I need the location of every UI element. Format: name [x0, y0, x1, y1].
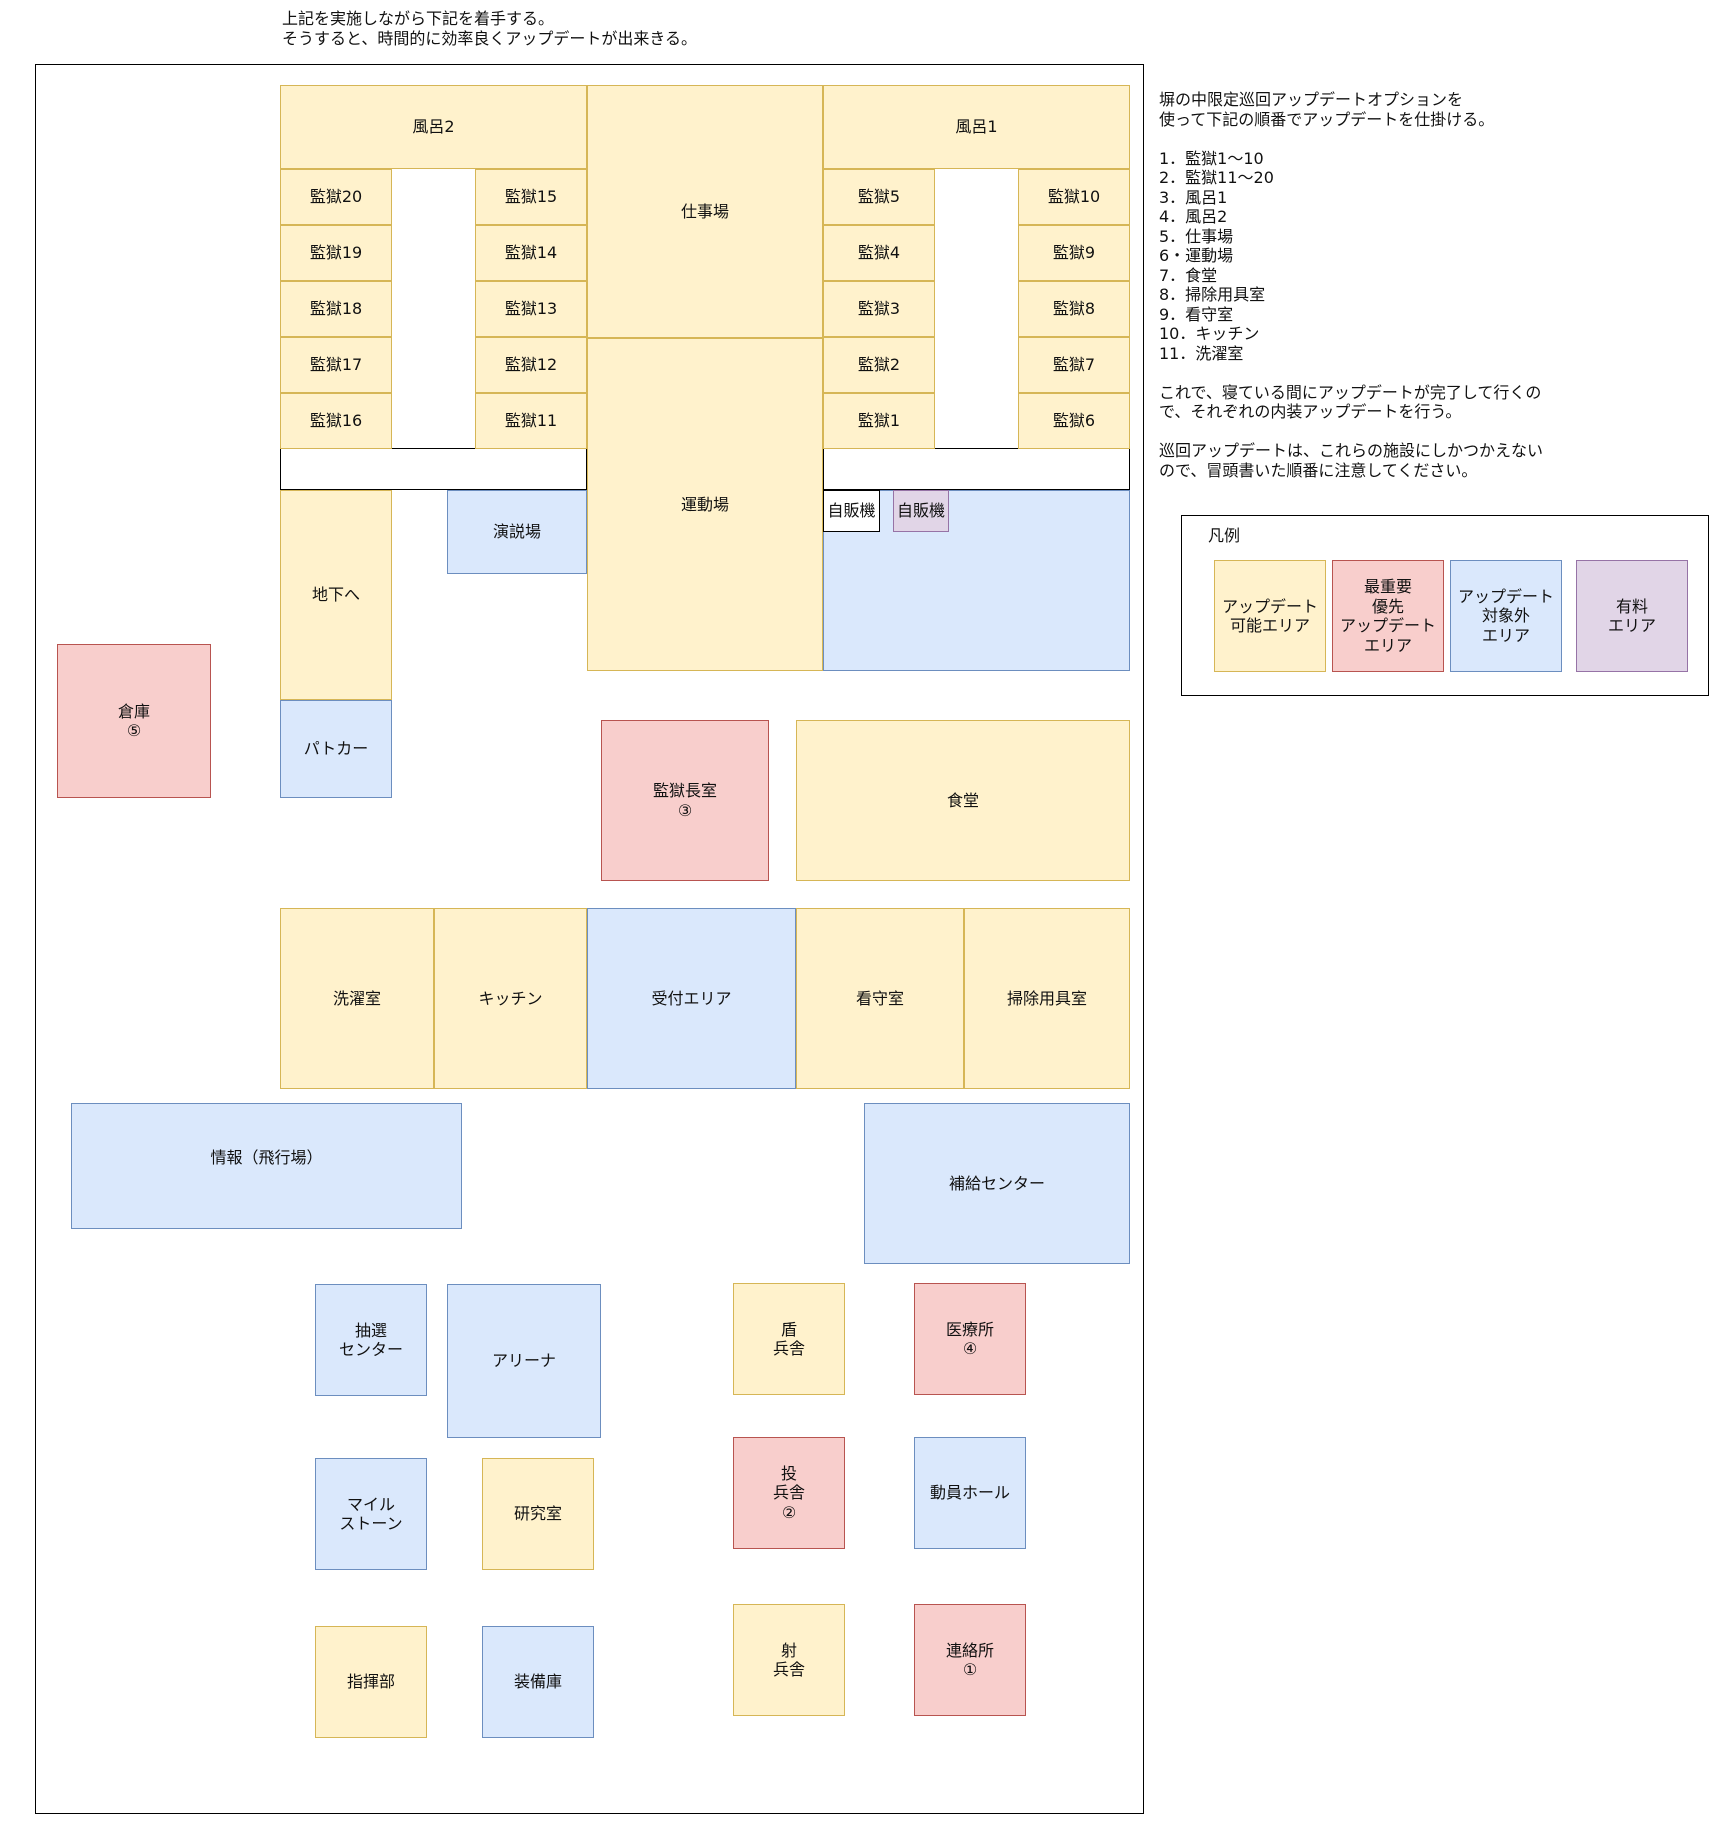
- milestone[interactable]: マイル ストーン: [315, 1458, 427, 1570]
- shoot-barracks[interactable]: 射 兵舎: [733, 1604, 845, 1716]
- cell-2[interactable]: 監獄2: [823, 337, 935, 393]
- laundry-room[interactable]: 洗濯室: [280, 908, 434, 1089]
- shield-barracks[interactable]: 盾 兵舎: [733, 1283, 845, 1395]
- patrol-car[interactable]: パトカー: [280, 700, 392, 798]
- medical-station[interactable]: 医療所 ④: [914, 1283, 1026, 1395]
- cafeteria[interactable]: 食堂: [796, 720, 1130, 881]
- vending-machine-paid[interactable]: 自販機: [893, 490, 949, 532]
- cell-17[interactable]: 監獄17: [280, 337, 392, 393]
- command-hq[interactable]: 指揮部: [315, 1626, 427, 1738]
- bath-2[interactable]: 風呂2: [280, 85, 587, 169]
- reception-area[interactable]: 受付エリア: [587, 908, 796, 1089]
- cleaning-room[interactable]: 掃除用具室: [964, 908, 1130, 1089]
- legend: 凡例: [1181, 515, 1709, 696]
- legend-paid: 有料 エリア: [1576, 560, 1688, 672]
- cell-19[interactable]: 監獄19: [280, 225, 392, 281]
- guard-room[interactable]: 看守室: [796, 908, 964, 1089]
- bath-1[interactable]: 風呂1: [823, 85, 1130, 169]
- corridor-right: [823, 448, 1130, 490]
- corridor-left: [280, 448, 587, 490]
- liaison-office[interactable]: 連絡所 ①: [914, 1604, 1026, 1716]
- legend-updatable: アップデート 可能エリア: [1214, 560, 1326, 672]
- cell-16[interactable]: 監獄16: [280, 393, 392, 449]
- throw-barracks[interactable]: 投 兵舎 ②: [733, 1437, 845, 1549]
- warden-office[interactable]: 監獄長室 ③: [601, 720, 769, 881]
- cell-10[interactable]: 監獄10: [1018, 169, 1130, 225]
- top-note: 上記を実施しながら下記を着手する。 そうすると、時間的に効率良くアップデートが出…: [282, 9, 698, 48]
- side-note: 塀の中限定巡回アップデートオプションを 使って下記の順番でアップデートを仕掛ける…: [1159, 90, 1544, 480]
- armory[interactable]: 装備庫: [482, 1626, 594, 1738]
- underground[interactable]: 地下へ: [280, 490, 392, 700]
- cell-4[interactable]: 監獄4: [823, 225, 935, 281]
- legend-title: 凡例: [1208, 526, 1241, 545]
- cell-6[interactable]: 監獄6: [1018, 393, 1130, 449]
- warehouse[interactable]: 倉庫 ⑤: [57, 644, 211, 798]
- cell-1[interactable]: 監獄1: [823, 393, 935, 449]
- cell-8[interactable]: 監獄8: [1018, 281, 1130, 337]
- workshop[interactable]: 仕事場: [587, 85, 823, 338]
- cell-9[interactable]: 監獄9: [1018, 225, 1130, 281]
- cell-14[interactable]: 監獄14: [475, 225, 587, 281]
- cell-3[interactable]: 監獄3: [823, 281, 935, 337]
- cell-13[interactable]: 監獄13: [475, 281, 587, 337]
- vending-machine[interactable]: 自販機: [823, 490, 880, 532]
- cell-7[interactable]: 監獄7: [1018, 337, 1130, 393]
- map-frame: [35, 64, 1144, 1814]
- cell-15[interactable]: 監獄15: [475, 169, 587, 225]
- supply-center[interactable]: 補給センター: [864, 1103, 1130, 1264]
- arena[interactable]: アリーナ: [447, 1284, 601, 1438]
- exercise-yard[interactable]: 運動場: [587, 338, 823, 671]
- legend-excluded: アップデート 対象外 エリア: [1450, 560, 1562, 672]
- lottery-center[interactable]: 抽選 センター: [315, 1284, 427, 1396]
- kitchen[interactable]: キッチン: [434, 908, 587, 1089]
- cell-5[interactable]: 監獄5: [823, 169, 935, 225]
- speech-hall[interactable]: 演説場: [447, 490, 587, 574]
- cell-11[interactable]: 監獄11: [475, 393, 587, 449]
- legend-top-priority: 最重要 優先 アップデート エリア: [1332, 560, 1444, 672]
- research-lab[interactable]: 研究室: [482, 1458, 594, 1570]
- mobilization-hall[interactable]: 動員ホール: [914, 1437, 1026, 1549]
- cell-20[interactable]: 監獄20: [280, 169, 392, 225]
- cell-12[interactable]: 監獄12: [475, 337, 587, 393]
- intel-airfield[interactable]: 情報（飛行場）: [71, 1103, 462, 1229]
- cell-18[interactable]: 監獄18: [280, 281, 392, 337]
